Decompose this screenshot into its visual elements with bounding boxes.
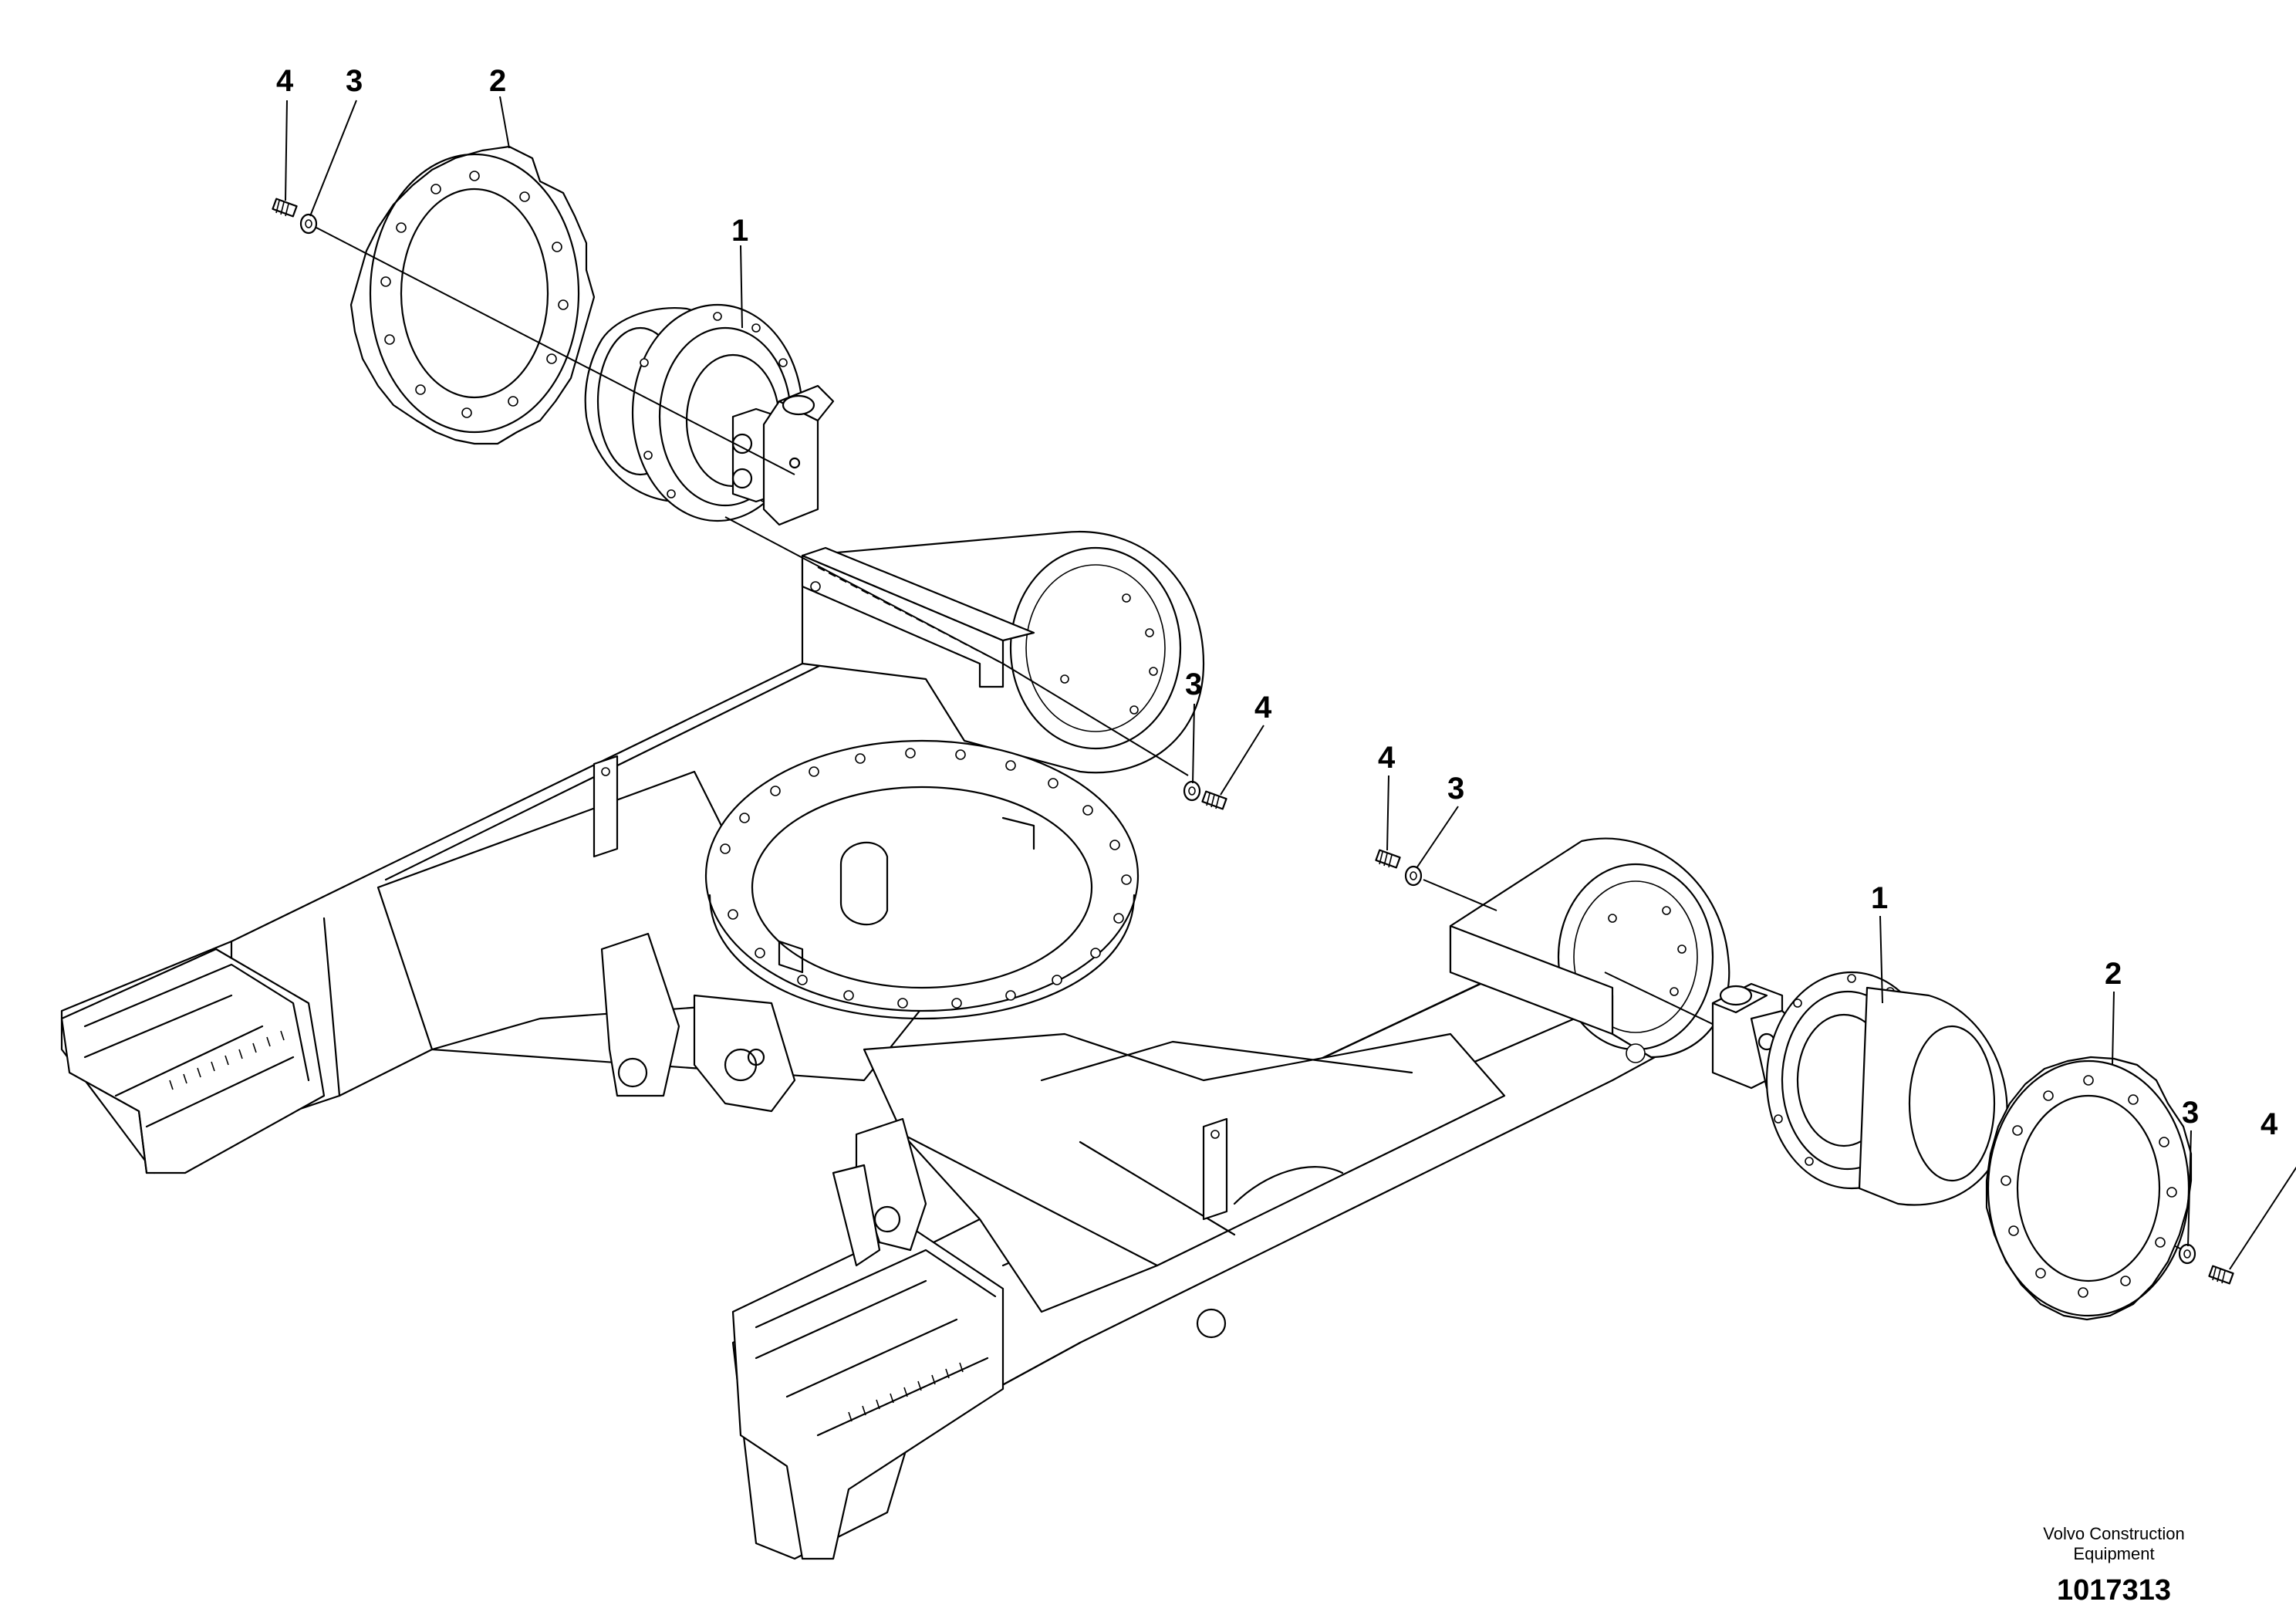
callout-left-sprocket: 2: [489, 64, 506, 98]
left-washer-3: [299, 213, 318, 235]
left-axis-line: [316, 227, 795, 475]
mid-washer-3a: [1183, 780, 1201, 802]
swing-ring-bolt-holes: [720, 748, 1132, 1009]
callout-right-sprocket: 2: [2105, 957, 2122, 991]
callout-mid-bolt-b: 4: [1378, 741, 1396, 775]
callout-mid-bolt-a: 4: [1254, 691, 1272, 725]
brand-line-1: Volvo Construction: [2043, 1524, 2185, 1543]
left-bolt-4: [272, 198, 298, 218]
part-number: 1017313: [2057, 1574, 2171, 1607]
mid-bolt-4b: [1375, 849, 1401, 869]
callout-right-bolt: 4: [2261, 1107, 2278, 1141]
undercarriage-frame: [60, 530, 1730, 1560]
left-sprocket-bolt-holes: [380, 171, 569, 418]
callout-mid-washer-a: 3: [1185, 667, 1202, 701]
callout-left-washer: 3: [346, 64, 363, 98]
right-travel-motor: [1711, 971, 2008, 1206]
callout-left-bolt: 4: [276, 64, 294, 98]
mid-washer-3b: [1404, 865, 1423, 887]
frame-slot-row-upper: [169, 1030, 285, 1090]
mid-bolt-4a: [1201, 790, 1227, 810]
callout-right-washer: 3: [2182, 1096, 2199, 1130]
right-washer-3: [2178, 1243, 2196, 1265]
right-bolt-4: [2208, 1265, 2234, 1285]
frame-slot-row-lower: [848, 1362, 964, 1422]
right-sprocket-bolt-holes: [2001, 1075, 2177, 1298]
right-sprocket: [1985, 1056, 2193, 1321]
brand-label: Volvo Construction Equipment: [1998, 1524, 2230, 1564]
left-travel-motor: [584, 303, 835, 526]
leader-lines: [285, 96, 2296, 1270]
left-sprocket: [349, 145, 596, 445]
brand-line-2: Equipment: [2073, 1544, 2155, 1563]
callout-left-motor: 1: [731, 214, 748, 248]
callout-mid-washer-b: 3: [1447, 772, 1464, 806]
callout-right-motor: 1: [1871, 881, 1888, 915]
